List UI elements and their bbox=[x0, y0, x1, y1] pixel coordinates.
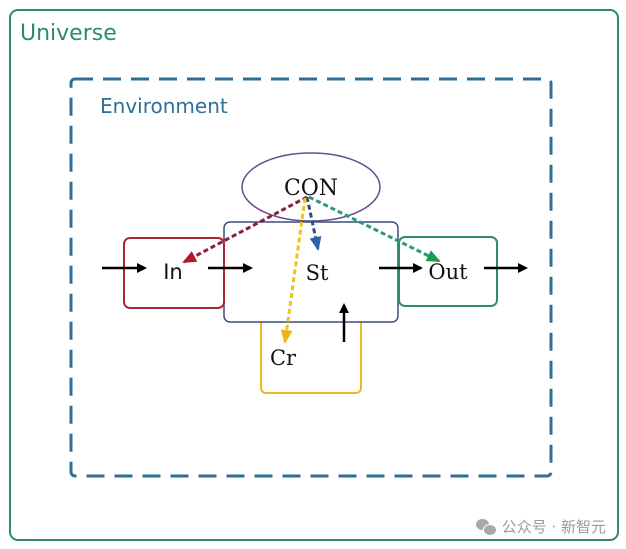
output-label: Out bbox=[428, 260, 468, 284]
control-arrow-to-input bbox=[182, 195, 308, 264]
environment-label: Environment bbox=[100, 94, 228, 118]
watermark: 公众号 · 新智元 bbox=[475, 516, 606, 537]
universe-label: Universe bbox=[20, 21, 117, 46]
input-label: In bbox=[163, 260, 183, 284]
creation-label: Cr bbox=[270, 346, 297, 370]
state-label: St bbox=[306, 261, 329, 285]
control-arrow-to-creation bbox=[280, 197, 307, 344]
control-arrow-to-state bbox=[305, 196, 322, 251]
control-arrow-to-output bbox=[308, 195, 441, 263]
wechat-icon bbox=[475, 518, 497, 536]
watermark-text: 公众号 · 新智元 bbox=[501, 518, 606, 536]
universe-box bbox=[9, 9, 619, 541]
environment-box bbox=[69, 77, 553, 478]
